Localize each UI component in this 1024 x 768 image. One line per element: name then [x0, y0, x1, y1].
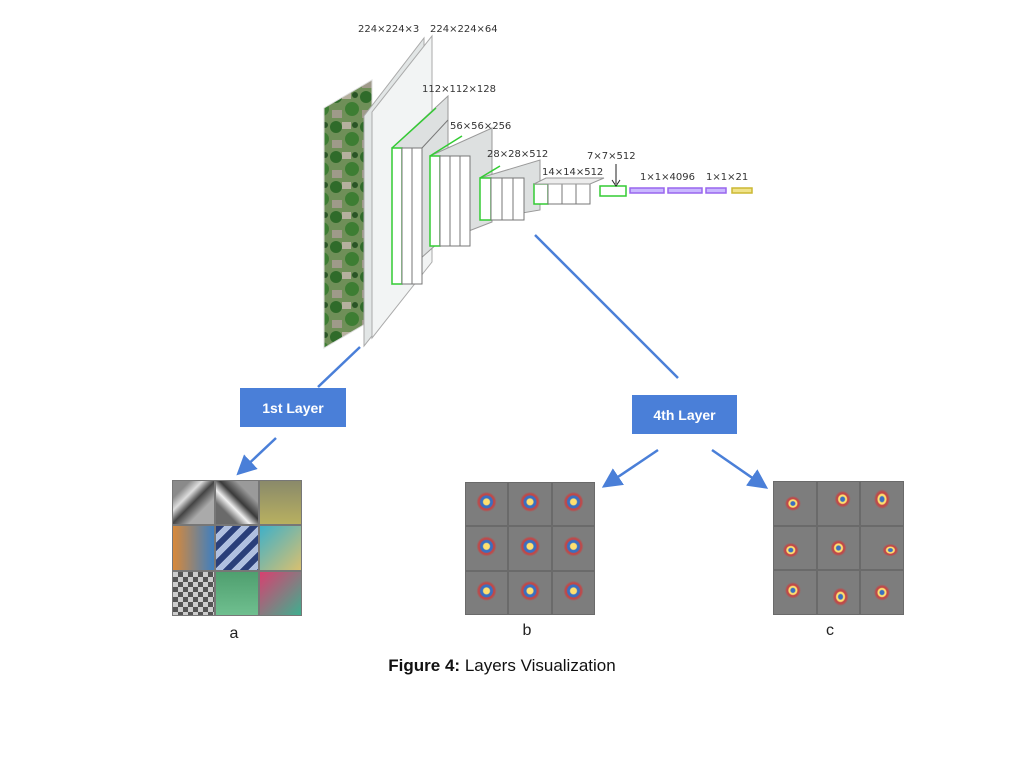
fourth-layer-box: 4th Layer — [632, 395, 737, 434]
dim-label-conv2: 112×112×128 — [422, 84, 496, 95]
figure-caption: Figure 4: Layers Visualization — [0, 656, 1004, 676]
feature-tile — [816, 525, 861, 571]
feature-tile — [465, 482, 509, 527]
dim-label-conv3: 56×56×256 — [450, 121, 511, 132]
filter-tile — [172, 570, 216, 616]
feature-tile — [551, 570, 595, 615]
filter-tile — [258, 525, 302, 571]
filter-tile — [215, 480, 259, 526]
dim-label-out: 1×1×21 — [706, 172, 748, 183]
filter-tile — [215, 525, 259, 571]
dim-label-fc: 1×1×4096 — [640, 172, 695, 183]
feature-tile — [773, 570, 817, 615]
feature-tile — [508, 570, 552, 615]
conv5-block — [533, 177, 605, 205]
caption-text: Layers Visualization — [460, 656, 616, 675]
feature-tile — [551, 526, 595, 571]
feature-tile — [816, 481, 861, 526]
feature-tile — [860, 481, 904, 526]
feature-tile — [508, 482, 552, 527]
feature-tile — [465, 570, 509, 615]
feature-tile — [508, 526, 552, 571]
fc-layers — [629, 187, 753, 194]
arrow-to-panel-b — [601, 448, 659, 488]
dim-label-conv5: 14×14×512 — [542, 167, 603, 178]
filter-tile — [258, 570, 302, 616]
filter-tile — [172, 480, 216, 526]
feature-tile — [860, 570, 904, 615]
connector-line-4th — [534, 234, 679, 379]
filter-tile — [172, 525, 216, 571]
feature-tile — [551, 482, 595, 527]
feature-tile — [816, 570, 861, 615]
conv3-block — [429, 127, 493, 247]
dim-label-input: 224×224×3 — [358, 24, 419, 35]
feature-tile — [773, 525, 817, 571]
feature-tile — [860, 525, 904, 571]
panel-label-c: c — [826, 622, 834, 639]
filter-tile — [258, 480, 302, 526]
arrow-to-panel-c — [711, 448, 769, 489]
caption-number: Figure 4: — [388, 656, 461, 675]
feature-tile — [773, 481, 817, 526]
conv4-block — [479, 159, 541, 221]
dim-label-conv4: 28×28×512 — [487, 149, 548, 160]
pool5-block — [599, 164, 627, 197]
filter-panel-a — [172, 480, 302, 616]
dim-label-conv1: 224×224×64 — [430, 24, 498, 35]
arrow-to-panel-a — [236, 437, 277, 476]
feature-panel-b — [465, 482, 595, 615]
panel-label-b: b — [522, 622, 532, 639]
filter-tile — [215, 570, 259, 616]
feature-tile — [465, 526, 509, 571]
feature-panel-c — [773, 481, 904, 615]
connector-line-1st — [317, 346, 361, 388]
panel-label-a: a — [229, 625, 239, 642]
dim-label-pool5: 7×7×512 — [587, 151, 636, 162]
first-layer-box: 1st Layer — [240, 388, 346, 427]
